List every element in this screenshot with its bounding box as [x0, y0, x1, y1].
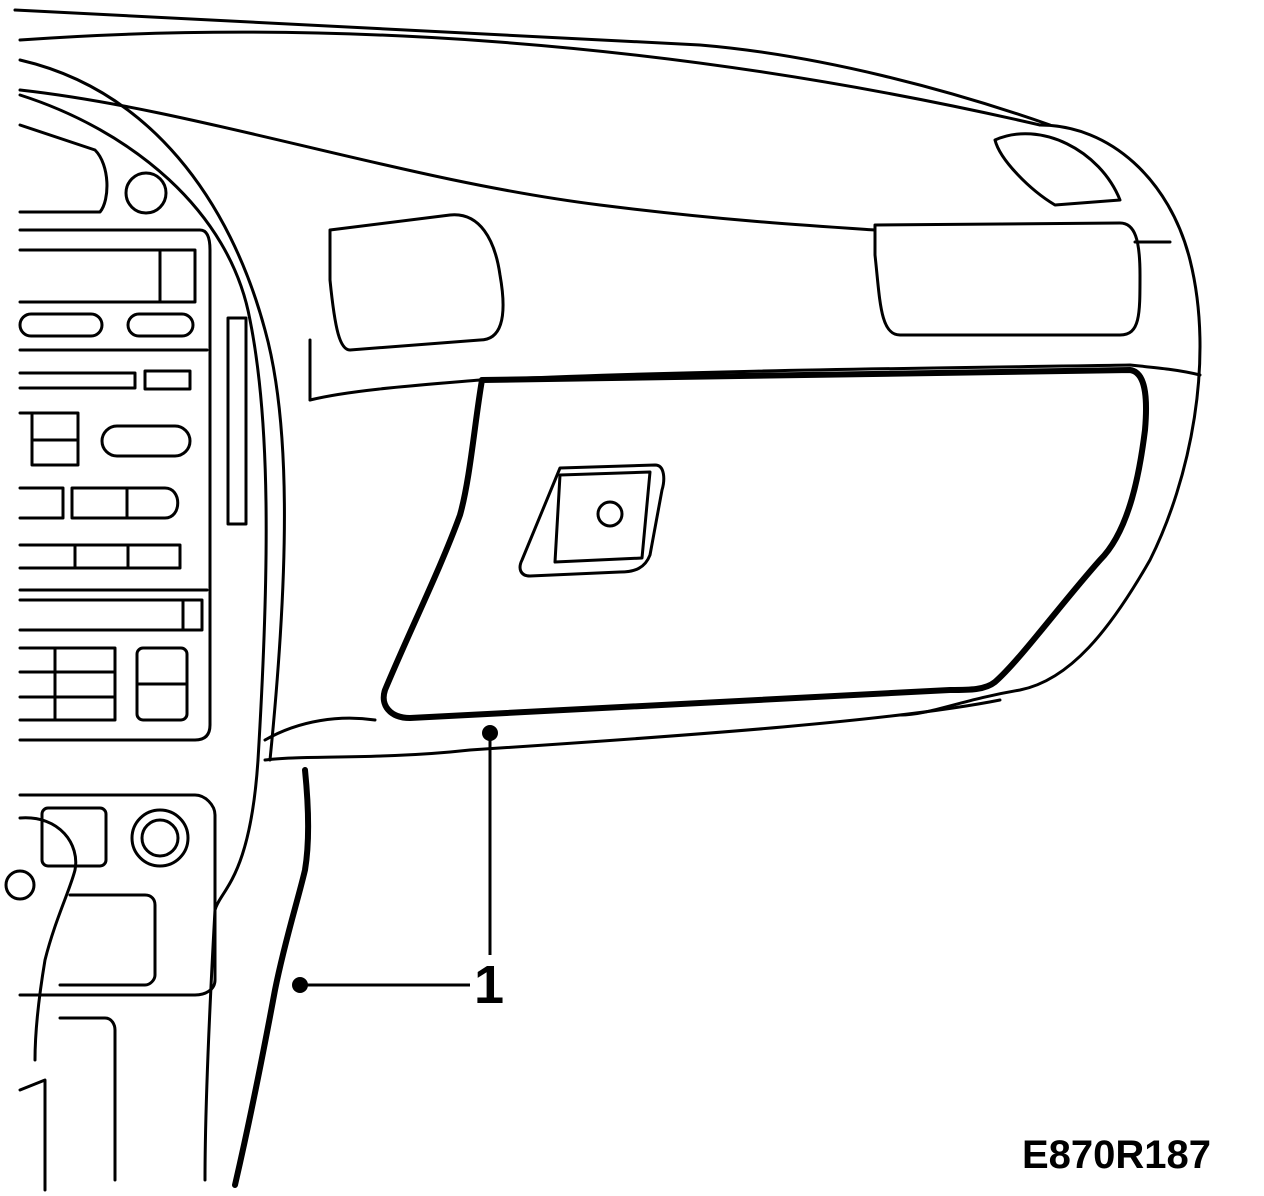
lower-panel-edge	[232, 767, 312, 1188]
dashboard-top	[13, 8, 1202, 717]
glovebox-lock	[518, 463, 666, 578]
dashboard-vents	[328, 132, 1172, 352]
figure-code: E870R187	[1022, 1133, 1211, 1177]
glovebox-surround	[263, 338, 1202, 762]
callout-1-leaders	[292, 725, 498, 993]
glovebox-lid	[380, 367, 1150, 721]
callout-1-label: 1	[474, 955, 504, 1015]
center-console	[4, 58, 286, 1192]
